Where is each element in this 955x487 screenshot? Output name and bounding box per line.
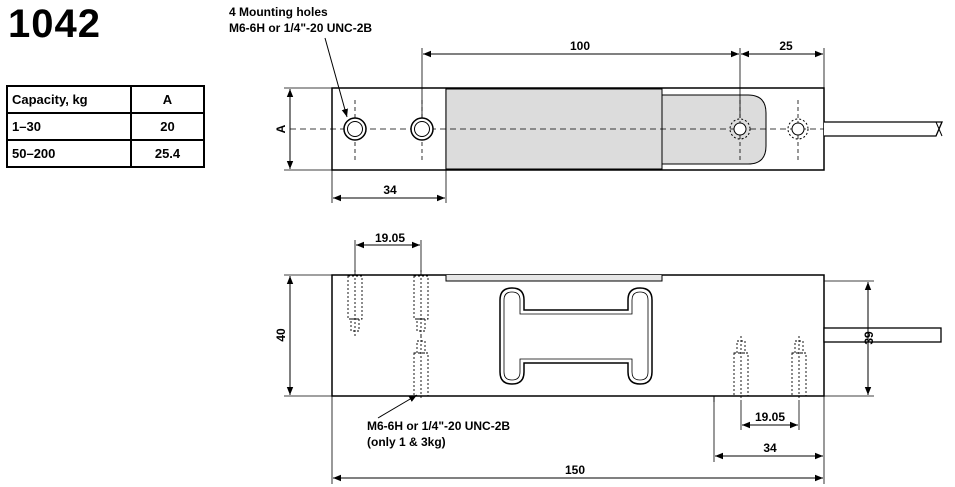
threaded-holes: [347, 270, 807, 400]
mounting-hole-inner: [733, 122, 747, 136]
table-row: 1–30 20: [6, 112, 205, 141]
binocular-cutout-inner: [503, 291, 649, 381]
top-note-line1: 4 Mounting holes: [229, 5, 328, 19]
side-view: 19.05 40 39 M6-6H or 1/4"-20 UNC-2B (onl…: [274, 231, 942, 484]
dim-label-40: 40: [274, 328, 288, 342]
side-cable: [823, 327, 942, 343]
note-leader: [324, 37, 348, 118]
side-note-line1: M6-6H or 1/4"-20 UNC-2B: [367, 419, 510, 433]
dim-label-39: 39: [862, 331, 876, 345]
row-a: 20: [130, 112, 205, 141]
dim-label-34-bottom: 34: [763, 441, 777, 455]
mounting-hole-hidden: [787, 118, 809, 140]
header-capacity: Capacity, kg: [6, 85, 132, 114]
model-number: 1042: [8, 2, 101, 46]
cable-cut: [935, 121, 943, 137]
dim-label-a: A: [274, 124, 288, 133]
cable: [824, 121, 943, 137]
table-row: 50–200 25.4: [6, 139, 205, 168]
top-recess: [445, 275, 663, 282]
row-capacity: 1–30: [6, 112, 132, 141]
capacity-table: Capacity, kg A 1–30 20 50–200 25.4: [6, 85, 205, 168]
mounting-hole-inner: [791, 122, 805, 136]
header-a: A: [130, 85, 205, 114]
binocular-cutout: [499, 287, 653, 385]
side-note-leader: [377, 394, 418, 419]
dim-label-25: 25: [779, 39, 793, 53]
dim-label-150: 150: [565, 463, 585, 477]
top-view: 4 Mounting holes M6-6H or 1/4"-20 UNC-2B…: [229, 5, 943, 203]
mounting-hole-inner: [414, 121, 430, 137]
mounting-hole-inner: [347, 121, 363, 137]
dim-label-19-05-top: 19.05: [375, 231, 405, 245]
row-capacity: 50–200: [6, 139, 132, 168]
row-a: 25.4: [130, 139, 205, 168]
top-note-line2: M6-6H or 1/4"-20 UNC-2B: [229, 21, 372, 35]
side-note-line2: (only 1 & 3kg): [367, 435, 446, 449]
dim-label-100: 100: [570, 39, 590, 53]
dim-label-34-top: 34: [383, 183, 397, 197]
table-header-row: Capacity, kg A: [6, 85, 205, 114]
mounting-hole-hidden: [729, 118, 751, 140]
dim-label-19-05-bottom: 19.05: [755, 410, 785, 424]
